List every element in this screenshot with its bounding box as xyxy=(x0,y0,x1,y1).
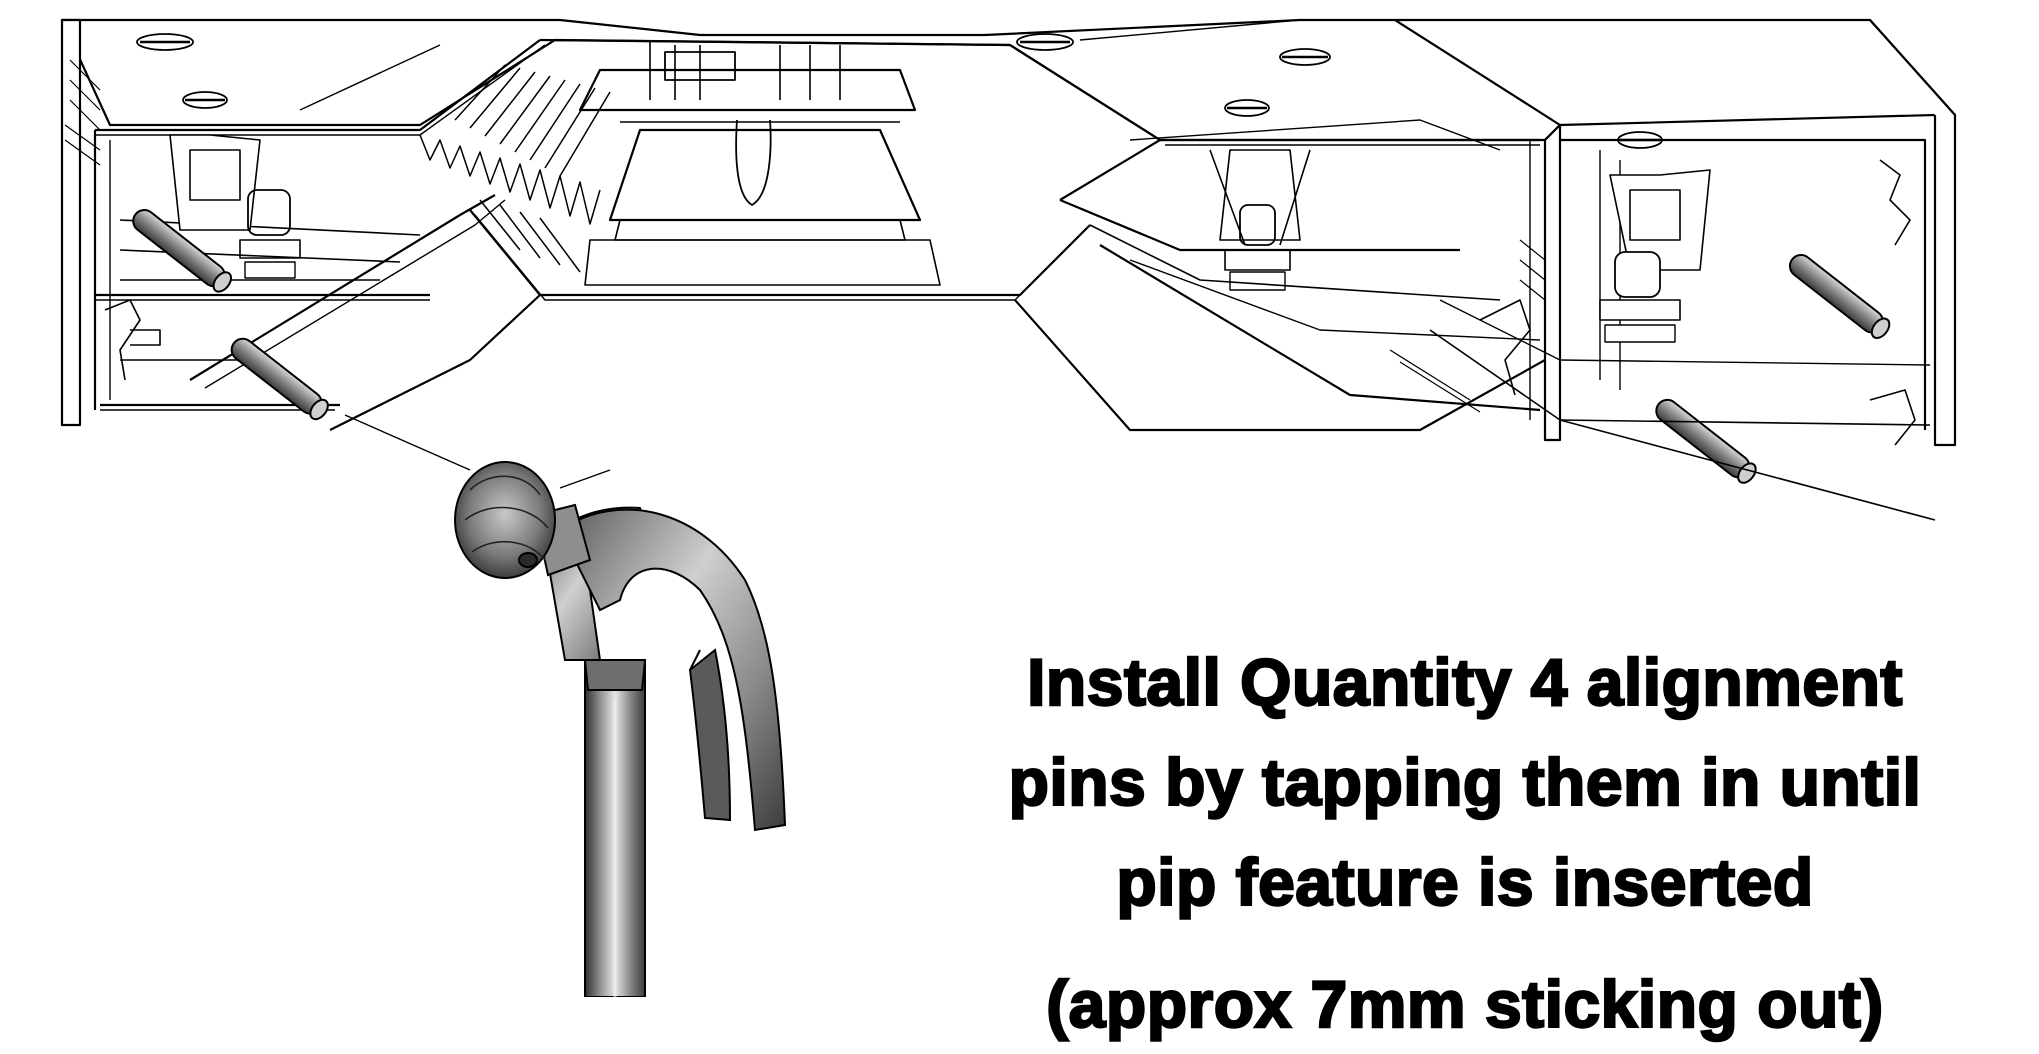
instruction-line-1: Install Quantity 4 alignment xyxy=(1026,644,1904,720)
alignment-pin xyxy=(132,208,233,293)
alignment-pin xyxy=(230,337,329,421)
instruction-text: Install Quantity 4 alignment pins by tap… xyxy=(900,632,2030,1054)
alignment-pin xyxy=(1788,254,1891,339)
instruction-line-3: pip feature is inserted xyxy=(1115,844,1814,920)
alignment-pin xyxy=(1655,398,1757,484)
instruction-line-2: pins by tapping them in until xyxy=(1007,744,1922,820)
assembly-housing-right xyxy=(1279,18,1957,521)
claw-hammer xyxy=(344,414,787,997)
instruction-note: (approx 7mm sticking out) xyxy=(1045,966,1885,1042)
assembly-diagram xyxy=(60,18,1957,997)
